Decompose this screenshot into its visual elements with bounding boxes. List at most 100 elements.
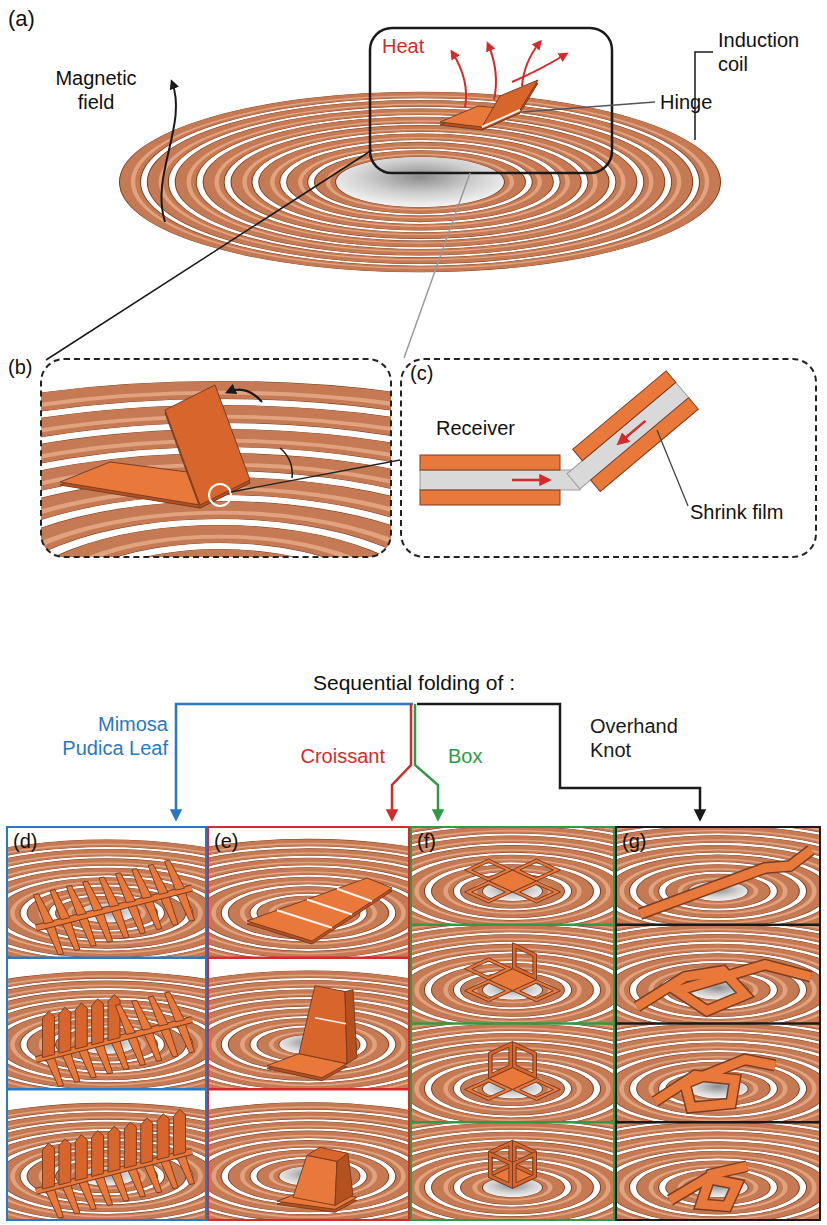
induction-coil bbox=[6, 843, 207, 957]
box-frame bbox=[513, 1042, 537, 1079]
coil-highlight bbox=[207, 1107, 410, 1221]
coil-turn bbox=[6, 984, 207, 1089]
coil-turn bbox=[6, 975, 207, 1089]
coil-highlight bbox=[615, 840, 821, 925]
coil-highlight bbox=[622, 1156, 815, 1220]
coil-highlight bbox=[410, 1028, 615, 1122]
receiver-plate bbox=[165, 385, 250, 505]
coil-turn bbox=[207, 852, 410, 958]
main-illustration bbox=[46, 28, 713, 360]
sequence-panel-art bbox=[502, 820, 827, 1225]
induction-coil bbox=[615, 1024, 821, 1123]
coil-turn bbox=[615, 829, 821, 924]
zoom-line bbox=[231, 460, 400, 492]
shrink-film bbox=[567, 382, 689, 489]
shrink-arrow bbox=[619, 421, 645, 443]
branch-arrow bbox=[392, 704, 411, 818]
coil-turn bbox=[207, 984, 410, 1090]
receiver-strip bbox=[420, 490, 560, 505]
coil-turn bbox=[413, 858, 611, 923]
shrink-arrow bbox=[512, 479, 548, 482]
sequence-step bbox=[615, 1122, 821, 1221]
panel-label: (c) bbox=[410, 362, 433, 385]
box-frame bbox=[465, 1079, 513, 1101]
coil-highlight bbox=[615, 826, 821, 925]
cell-divider bbox=[615, 1022, 821, 1025]
coil-turn bbox=[615, 1024, 821, 1123]
coil-turn bbox=[410, 928, 615, 1023]
coil-highlight bbox=[207, 975, 410, 1089]
coil-turn bbox=[410, 925, 615, 1024]
leaflet bbox=[115, 1004, 135, 1034]
leaflet bbox=[50, 890, 70, 920]
leaflet-raised bbox=[108, 1126, 120, 1172]
coil-highlight bbox=[410, 925, 615, 1024]
leaflet-raised bbox=[42, 1011, 54, 1057]
coil-turn bbox=[618, 957, 817, 1023]
leaflet bbox=[165, 860, 185, 890]
coil-highlight bbox=[410, 850, 615, 925]
coil-turn bbox=[410, 1024, 615, 1123]
leaflet-raised bbox=[157, 1114, 169, 1160]
coil-turn bbox=[442, 967, 582, 1013]
croissant-top bbox=[307, 1147, 348, 1161]
coil-highlight bbox=[615, 1047, 821, 1122]
leaflet bbox=[115, 873, 135, 903]
sequence-panel: (d) bbox=[6, 826, 207, 1221]
leaflet-raised bbox=[75, 1135, 87, 1181]
induction-coil bbox=[410, 1122, 615, 1221]
coil-turn bbox=[410, 928, 615, 1023]
box-frame bbox=[513, 1079, 561, 1101]
knot-strip bbox=[637, 965, 811, 1011]
coil-turn bbox=[410, 1136, 615, 1221]
coil-turn bbox=[41, 534, 391, 557]
coil-highlight bbox=[615, 1122, 821, 1221]
coil-highlight bbox=[410, 1127, 615, 1221]
box-frame bbox=[513, 980, 561, 1002]
sequence-step bbox=[410, 1122, 615, 1221]
branch-arrow bbox=[415, 704, 438, 818]
knot-strip-edge bbox=[655, 1060, 775, 1108]
field-label: Magnetic field bbox=[40, 66, 152, 114]
folding-shape bbox=[267, 986, 357, 1081]
cell-divider bbox=[615, 1121, 821, 1124]
coil-highlight bbox=[213, 1145, 403, 1208]
coil-turn bbox=[615, 1122, 821, 1221]
part-label: Receiver bbox=[436, 416, 515, 440]
part-label: Induction coil bbox=[718, 28, 822, 76]
leaflet bbox=[148, 864, 168, 894]
sequence-step bbox=[6, 958, 207, 1090]
coil-highlight bbox=[410, 840, 615, 924]
knot-strip bbox=[640, 850, 811, 914]
sequence-title: Sequential folding of : bbox=[214, 670, 614, 695]
coil-turn bbox=[410, 1126, 615, 1221]
coil-turn bbox=[615, 1135, 821, 1221]
coil-turn bbox=[615, 849, 821, 925]
leaflet-raised bbox=[92, 1131, 104, 1177]
leaflet-raised bbox=[59, 1139, 71, 1185]
folding-shape bbox=[33, 860, 194, 955]
induction-coil bbox=[6, 1107, 207, 1221]
coil-turn bbox=[410, 830, 615, 925]
coil-turn bbox=[6, 843, 207, 957]
induction-coil bbox=[410, 1024, 615, 1123]
coil-turn bbox=[618, 1056, 817, 1122]
coil-turn bbox=[207, 974, 410, 1089]
sequence-step bbox=[207, 1089, 410, 1221]
coil-turn bbox=[618, 1056, 817, 1122]
coil-turn bbox=[207, 1125, 410, 1221]
sequence-step bbox=[410, 925, 615, 1024]
coil-turn bbox=[186, 112, 655, 253]
coil-turn bbox=[615, 826, 821, 925]
coil-highlight bbox=[615, 1146, 821, 1221]
panel-label: (g) bbox=[622, 830, 646, 853]
coil-turn bbox=[410, 938, 615, 1023]
coil-turn bbox=[413, 858, 611, 923]
sequence-tree bbox=[176, 704, 700, 818]
leaflet bbox=[33, 894, 53, 924]
sequence-panel: (e) bbox=[207, 826, 410, 1221]
coil-highlight bbox=[615, 1127, 821, 1221]
coil-highlight bbox=[410, 939, 615, 1023]
inset-b-illustration bbox=[41, 359, 391, 557]
coil-turn bbox=[615, 1145, 821, 1221]
